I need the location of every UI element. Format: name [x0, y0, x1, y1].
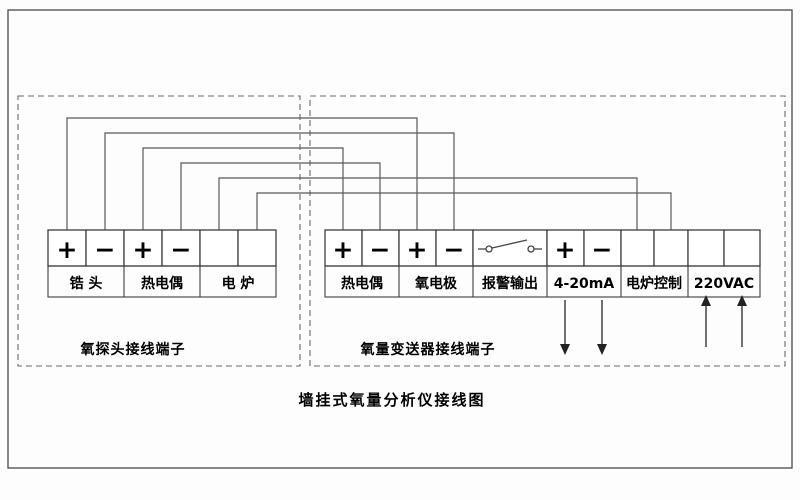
wire-thermocouple-plus — [142, 147, 344, 230]
transmitter-dashed-box — [309, 95, 786, 367]
wire-furnace-b — [256, 192, 672, 230]
switch-blade — [491, 239, 528, 249]
wire-thermocouple-minus — [180, 162, 381, 230]
transmitter-terminal-cell — [723, 229, 761, 267]
probe-terminal-sign: + — [133, 235, 154, 264]
probe-box-caption: 氧探头接线端子 — [80, 341, 186, 358]
transmitter-terminal-cell — [546, 229, 585, 267]
probe-terminal-cell — [47, 229, 87, 267]
probe-terminal-strip: + − + − 锆 头 热电偶 电 炉 — [47, 229, 277, 298]
output-arrowhead-down-icon — [560, 344, 570, 355]
alarm-switch-icon — [478, 239, 542, 253]
transmitter-terminal-cell — [653, 229, 689, 267]
transmitter-terminal-sign: + — [407, 235, 428, 264]
transmitter-box-caption: 氧量变送器接线端子 — [360, 341, 496, 358]
wire-furnace-a — [218, 177, 638, 230]
power-input-arrows — [701, 295, 747, 347]
probe-group-label-thermocouple: 热电偶 — [141, 275, 183, 292]
transmitter-group-label-alarm-output: 报警输出 — [482, 275, 538, 292]
probe-label-row — [47, 265, 277, 298]
switch-contact-right — [527, 245, 535, 253]
outer-border — [7, 9, 793, 469]
current-output-arrows — [560, 300, 607, 355]
probe-terminal-cell — [237, 229, 277, 267]
wire-zirconia-minus — [104, 132, 455, 230]
transmitter-terminal-sign: − — [444, 235, 465, 264]
probe-terminal-sign: − — [171, 235, 192, 264]
transmitter-terminal-cell — [398, 229, 437, 267]
probe-terminal-sign: + — [57, 235, 78, 264]
transmitter-terminal-sign: − — [592, 235, 613, 264]
probe-group-label-furnace: 电 炉 — [222, 275, 255, 292]
probe-terminal-cell — [123, 229, 163, 267]
probe-group-label-zirconia: 锆 头 — [70, 275, 103, 292]
transmitter-group-label-220vac: 220VAC — [694, 276, 754, 292]
power-arrowhead-up-icon — [701, 295, 711, 306]
output-arrowhead-down-icon — [597, 344, 607, 355]
switch-contact-left — [485, 245, 493, 253]
transmitter-terminal-sign: − — [370, 235, 391, 264]
transmitter-terminal-strip: + − + − + − 热电偶 氧电极 报警输出 4-20mA 电炉控制 220… — [324, 229, 761, 298]
transmitter-group-label-4-20ma: 4-20mA — [554, 276, 615, 292]
connection-wires — [66, 117, 672, 230]
transmitter-label-row — [324, 265, 761, 298]
probe-terminal-cell — [199, 229, 239, 267]
transmitter-terminal-cell — [620, 229, 655, 267]
transmitter-alarm-cell — [472, 229, 548, 267]
wire-zirconia-plus — [66, 117, 418, 230]
power-arrowhead-up-icon — [737, 295, 747, 306]
probe-dashed-box — [17, 95, 301, 367]
diagram-title: 墙挂式氧量分析仪接线图 — [298, 391, 485, 409]
transmitter-terminal-cell — [687, 229, 725, 267]
transmitter-group-label-thermocouple: 热电偶 — [341, 275, 383, 292]
transmitter-terminal-sign: + — [555, 235, 576, 264]
transmitter-group-label-furnace-control: 电炉控制 — [626, 275, 682, 292]
probe-terminal-sign: − — [95, 235, 116, 264]
transmitter-group-label-oxygen-electrode: 氧电极 — [414, 275, 458, 292]
transmitter-terminal-sign: + — [333, 235, 354, 264]
